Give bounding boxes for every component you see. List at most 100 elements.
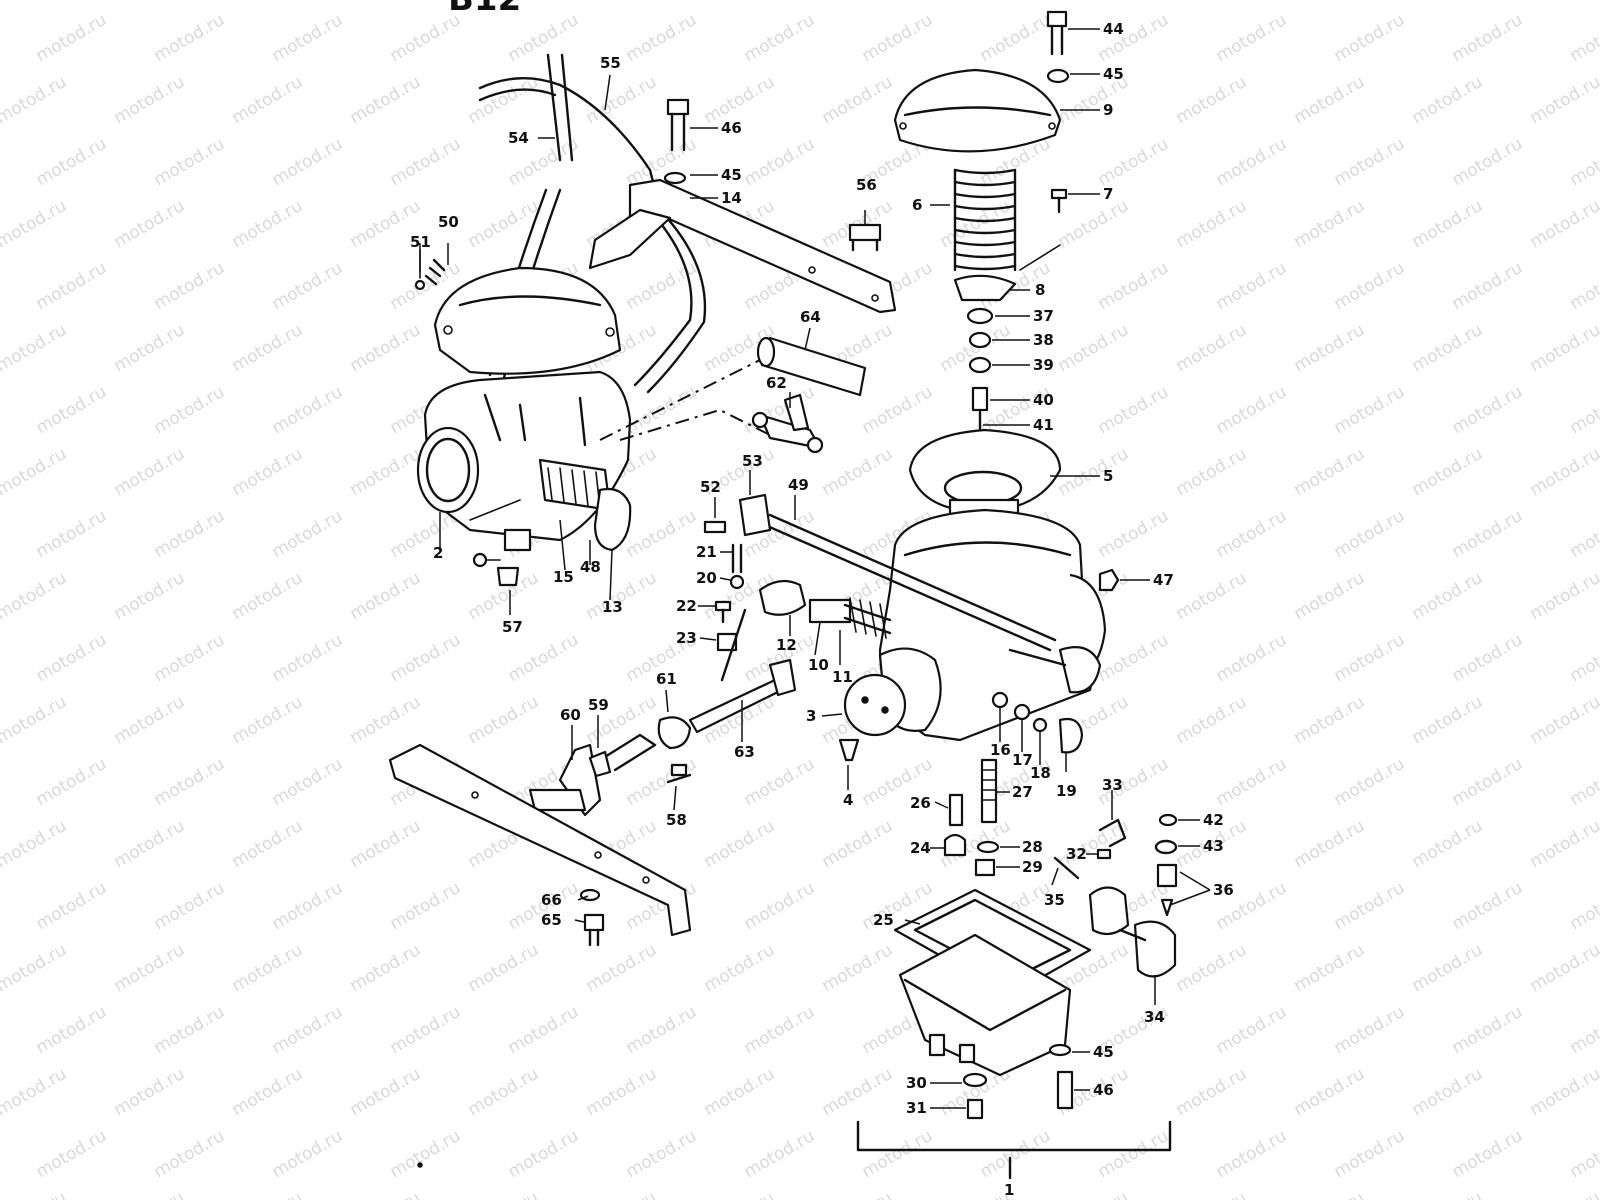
watermark-text: motod.ru — [1527, 568, 1600, 624]
watermark-text: motod.ru — [33, 506, 111, 562]
watermark-text: motod.ru — [111, 940, 189, 996]
watermark-text: motod.ru — [1291, 940, 1369, 996]
watermark-text: motod.ru — [229, 1064, 307, 1120]
watermark-text: motod.ru — [505, 630, 583, 686]
watermark-text: motod.ru — [1527, 816, 1600, 872]
callout-35: 35 — [1044, 891, 1065, 909]
watermark-text: motod.ru — [1173, 1064, 1251, 1120]
watermark-text: motod.ru — [1409, 692, 1487, 748]
watermark-text: motod.ru — [269, 754, 347, 810]
watermark-text: motod.ru — [1331, 10, 1409, 66]
watermark-text: motod.ru — [1173, 0, 1251, 4]
assembly-bracket — [417, 1120, 1172, 1180]
watermark-text: motod.ru — [1291, 568, 1369, 624]
watermark-text: motod.ru — [1331, 258, 1409, 314]
watermark-text: motod.ru — [347, 940, 425, 996]
watermark-text: motod.ru — [1527, 72, 1600, 128]
callout-2: 2 — [433, 544, 443, 562]
watermark-text: motod.ru — [1213, 630, 1291, 686]
watermark-text: motod.ru — [1527, 320, 1600, 376]
watermark-text: motod.ru — [1567, 506, 1600, 562]
watermark-text: motod.ru — [0, 0, 70, 4]
callout-49: 49 — [788, 476, 809, 494]
callout-18: 18 — [1030, 764, 1051, 782]
watermark-text: motod.ru — [111, 1064, 189, 1120]
watermark-text: motod.ru — [1173, 320, 1251, 376]
watermark-text: motod.ru — [1567, 630, 1600, 686]
watermark-text: motod.ru — [1331, 1126, 1409, 1182]
watermark-text: motod.ru — [229, 568, 307, 624]
watermark-text: motod.ru — [1449, 382, 1527, 438]
watermark-text: motod.ru — [1173, 1188, 1251, 1200]
callout-5: 5 — [1103, 467, 1113, 485]
watermark-text: motod.ru — [1173, 940, 1251, 996]
watermark-text: motod.ru — [1055, 0, 1133, 4]
watermark-text: motod.ru — [151, 754, 229, 810]
callout-43: 43 — [1203, 837, 1224, 855]
callout-48: 48 — [580, 558, 601, 576]
callout-41: 41 — [1033, 416, 1054, 434]
screw-58 — [666, 763, 692, 784]
callout-45: 45 — [1103, 65, 1124, 83]
watermark-text: motod.ru — [1527, 940, 1600, 996]
watermark-text: motod.ru — [1213, 754, 1291, 810]
watermark-text: motod.ru — [151, 382, 229, 438]
callout-55: 55 — [600, 54, 621, 72]
watermark-text: motod.ru — [1331, 1002, 1409, 1058]
watermark-text: motod.ru — [937, 1188, 1015, 1200]
watermark-text: motod.ru — [1409, 940, 1487, 996]
watermark-text: motod.ru — [0, 692, 70, 748]
left-carburetor — [414, 53, 897, 587]
watermark-text: motod.ru — [465, 692, 543, 748]
watermark-text: motod.ru — [0, 444, 70, 500]
callout-12: 12 — [776, 636, 797, 654]
watermark-text: motod.ru — [819, 940, 897, 996]
watermark-text: motod.ru — [269, 10, 347, 66]
callout-62: 62 — [766, 374, 787, 392]
watermark-text: motod.ru — [1213, 382, 1291, 438]
watermark-text: motod.ru — [111, 444, 189, 500]
watermark-text: motod.ru — [1409, 816, 1487, 872]
watermark-text: motod.ru — [229, 940, 307, 996]
callout-38: 38 — [1033, 331, 1054, 349]
watermark-text: motod.ru — [1527, 1188, 1600, 1200]
watermark-text: motod.ru — [1173, 692, 1251, 748]
watermark-text: motod.ru — [151, 878, 229, 934]
watermark-text: motod.ru — [387, 1126, 465, 1182]
watermark-text: motod.ru — [819, 1188, 897, 1200]
watermark-text: motod.ru — [741, 1002, 819, 1058]
watermark-text: motod.ru — [505, 1126, 583, 1182]
callout-24: 24 — [910, 839, 931, 857]
watermark-text: motod.ru — [1291, 1188, 1369, 1200]
watermark-text: motod.ru — [151, 1002, 229, 1058]
watermark-text: motod.ru — [111, 816, 189, 872]
watermark-text: motod.ru — [1409, 568, 1487, 624]
callout-53: 53 — [742, 452, 763, 470]
watermark-text: motod.ru — [269, 878, 347, 934]
callout-17: 17 — [1012, 751, 1033, 769]
watermark-text: motod.ru — [1173, 196, 1251, 252]
linkage-10-12 — [720, 579, 892, 682]
watermark-text: motod.ru — [623, 1126, 701, 1182]
watermark-text: motod.ru — [387, 1002, 465, 1058]
callout-51: 51 — [410, 233, 431, 251]
watermark-text: motod.ru — [583, 1064, 661, 1120]
watermark-text: motod.ru — [1449, 1126, 1527, 1182]
watermark-text: motod.ru — [937, 0, 1015, 4]
watermark-text: motod.ru — [111, 568, 189, 624]
callout-4: 4 — [843, 791, 853, 809]
watermark-text: motod.ru — [269, 1126, 347, 1182]
watermark-text: motod.ru — [347, 1188, 425, 1200]
watermark-text: motod.ru — [977, 1126, 1055, 1182]
watermark-text: motod.ru — [0, 1064, 70, 1120]
watermark-text: motod.ru — [1567, 10, 1600, 66]
watermark-text: motod.ru — [151, 134, 229, 190]
callout-8: 8 — [1035, 281, 1045, 299]
watermark-text: motod.ru — [1449, 1002, 1527, 1058]
watermark-text: motod.ru — [229, 0, 307, 4]
watermark-text: motod.ru — [1291, 816, 1369, 872]
watermark-text: motod.ru — [1291, 692, 1369, 748]
watermark-text: motod.ru — [583, 940, 661, 996]
callout-20: 20 — [696, 569, 717, 587]
watermark-text: motod.ru — [33, 10, 111, 66]
